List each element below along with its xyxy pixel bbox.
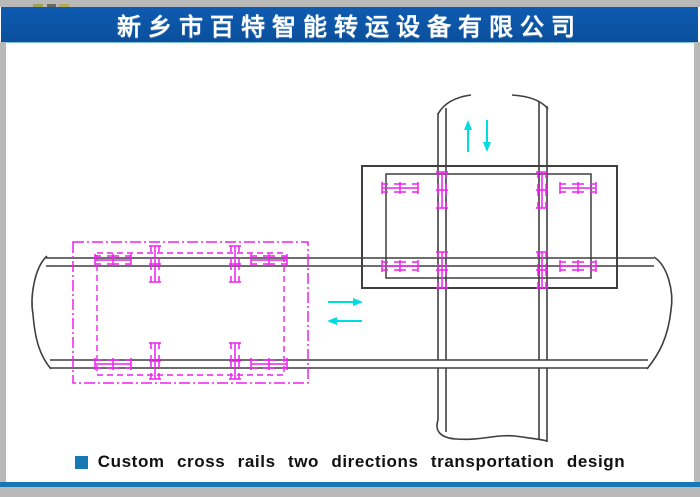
footer-caption: Custom cross rails two directions transp… xyxy=(0,450,700,474)
diagram-canvas xyxy=(31,94,673,442)
vertical-rail xyxy=(436,94,549,442)
right-arrow-icon xyxy=(328,298,363,306)
horizontal-rail xyxy=(31,255,673,370)
caption-text: Custom cross rails two directions transp… xyxy=(97,452,626,471)
bottom-frame-strip xyxy=(0,487,700,497)
top-break-curve-left xyxy=(437,94,472,115)
title-banner: 新乡市百特智能转运设备有限公司 xyxy=(1,7,698,43)
right-break-curve xyxy=(646,256,673,370)
top-break-curve-right xyxy=(511,94,549,110)
square-bullet-icon xyxy=(74,455,88,469)
wheel-assemblies-main xyxy=(381,171,597,289)
down-arrow-icon xyxy=(483,120,491,152)
direction-arrows xyxy=(327,120,491,325)
right-frame-strip xyxy=(694,42,700,483)
window-chrome-strip xyxy=(0,0,700,7)
left-break-curve xyxy=(31,255,52,370)
up-arrow-icon xyxy=(464,120,472,152)
chrome-artifact xyxy=(59,4,69,7)
transfer-cart-phantom xyxy=(72,241,309,384)
company-title: 新乡市百特智能转运设备有限公司 xyxy=(117,14,582,41)
transfer-cart-main xyxy=(361,165,618,289)
bottom-accent-strip xyxy=(0,482,700,487)
chrome-artifact xyxy=(33,4,43,7)
chrome-artifact xyxy=(47,4,56,7)
left-arrow-icon xyxy=(327,317,362,325)
left-frame-strip xyxy=(0,42,6,483)
bottom-break-wave xyxy=(436,419,548,442)
